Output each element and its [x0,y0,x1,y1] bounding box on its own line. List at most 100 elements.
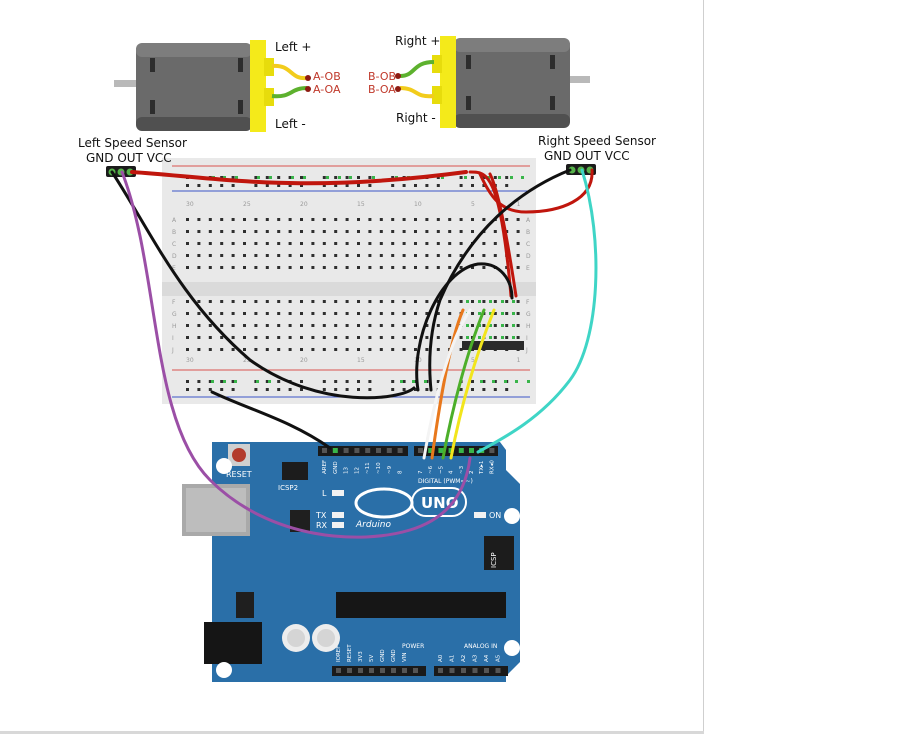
power-pin-label: RESET [347,644,353,662]
breadboard-hole-active [521,176,524,179]
breadboard-hole-active [234,380,237,383]
breadboard-hole [345,380,349,383]
wire-white [422,308,472,460]
breadboard-hole [425,388,429,391]
breadboard-hole [482,266,486,269]
icsp-header [484,536,514,570]
breadboard-hole [357,312,360,315]
digital-pin [397,448,403,453]
breadboard-hole-active [515,380,518,383]
breadboard-hole [391,312,395,315]
breadboard-hole [231,184,235,187]
breadboard-hole [357,242,360,245]
right-sensor-title: Right Speed Sensor [538,134,656,148]
led-l-label: L [322,489,327,498]
analog-pin-label: A3 [473,654,479,662]
breadboard-hole [243,218,246,221]
breadboard-hole [345,254,349,257]
breadboard-hole [300,380,303,383]
breadboard-row-letter: H [172,323,177,330]
breadboard-hole [391,300,395,303]
breadboard-hole [265,184,269,187]
breadboard-hole [231,388,235,391]
breadboard-hole [231,266,235,269]
breadboard-hole [493,230,497,233]
breadboard-hole [357,218,360,221]
breadboard-hole-active [489,312,492,315]
breadboard-hole-active [235,176,238,179]
breadboard-row-letter: F [526,299,530,306]
breadboard-hole [391,266,395,269]
breadboard-hole [368,324,372,327]
breadboard-hole [425,254,429,257]
breadboard-col-number: 1 [517,357,521,364]
breadboard-hole [311,348,315,351]
breadboard-hole-active [269,176,272,179]
breadboard-hole [425,348,429,351]
breadboard-hole [311,312,315,315]
breadboard-hole [345,184,349,187]
power-pin [380,668,385,673]
breadboard-hole [208,218,212,221]
breadboard-hole [311,242,315,245]
breadboard-hole-active [349,176,352,179]
breadboard-hole [322,380,326,383]
breadboard-hole [243,324,246,327]
right-motor-minus-label: Right - [396,111,436,125]
breadboard-hole [311,336,315,339]
breadboard-hole [482,184,486,187]
breadboard-hole [368,312,372,315]
breadboard-hole [357,266,360,269]
breadboard-hole [243,336,246,339]
breadboard-hole [265,176,269,179]
breadboard-hole [402,324,406,327]
breadboard-hole [425,324,429,327]
breadboard-hole [243,242,246,245]
breadboard-hole [288,388,292,391]
breadboard-hole [471,230,474,233]
breadboard-hole [322,324,326,327]
breadboard-hole [425,312,429,315]
breadboard-hole [482,218,486,221]
breadboard-hole [231,324,235,327]
breadboard-hole [300,348,303,351]
breadboard-hole [505,230,509,233]
breadboard-hole [368,336,372,339]
digital-pin-label: GND [333,461,339,474]
breadboard-hole [265,242,269,245]
breadboard-hole-active [257,176,260,179]
breadboard-hole [186,300,189,303]
breadboard-hole [368,242,372,245]
breadboard-col-number: 5 [471,357,475,364]
analog-pin [449,668,455,673]
breadboard-hole [300,242,303,245]
breadboard-hole [334,176,338,179]
breadboard-hole [254,230,258,233]
digital-pin [322,448,327,453]
breadboard-hole [345,242,349,245]
breadboard-hole [208,254,212,257]
breadboard-hole [265,312,269,315]
breadboard-hole [448,266,452,269]
breadboard-col-number: 20 [300,357,308,364]
breadboard-hole [322,184,326,187]
breadboard-hole [265,348,269,351]
breadboard-hole [322,242,326,245]
breadboard-hole [220,336,224,339]
breadboard-hole [379,230,383,233]
left-motor-pin-a-label: A-OA [313,83,341,96]
breadboard-hole [220,380,224,383]
breadboard-hole-active [501,336,504,339]
breadboard-hole-active [303,176,306,179]
wire-yellow [449,308,496,460]
breadboard-hole [505,324,509,327]
breadboard-hole [231,176,235,179]
usb-chip [290,510,310,532]
icsp-label: ICSP [490,552,498,568]
left-motor [114,40,311,132]
breadboard-hole [448,300,452,303]
breadboard-hole [459,254,463,257]
breadboard-hole [322,312,326,315]
breadboard-hole [379,324,383,327]
breadboard-hole [334,218,338,221]
